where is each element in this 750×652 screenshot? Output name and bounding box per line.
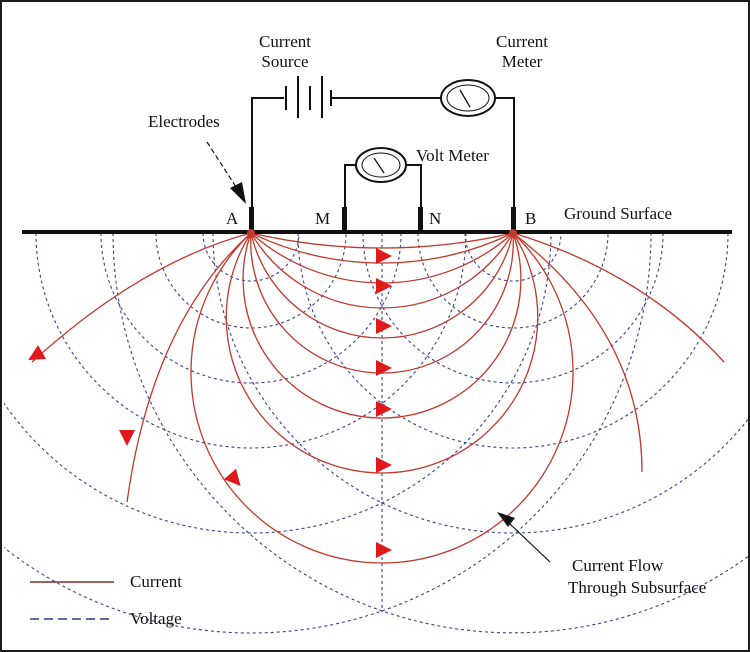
circuit	[22, 76, 732, 620]
voltage-line	[4, 232, 652, 634]
current-lines	[28, 232, 725, 564]
volt-meter-icon	[355, 147, 407, 183]
voltage-line	[297, 232, 729, 449]
current-arrow	[376, 248, 392, 264]
electrode-m-stake	[342, 207, 347, 233]
current-line	[126, 232, 252, 503]
current-line	[190, 232, 574, 564]
wire-a	[251, 97, 284, 230]
current-arrow	[376, 542, 392, 558]
source-point-a	[247, 229, 255, 237]
voltage-line	[35, 232, 467, 449]
current-arrow	[223, 468, 241, 487]
current-line	[250, 232, 514, 249]
electrode-b-label: B	[525, 209, 537, 228]
current-line	[250, 232, 514, 339]
battery-icon	[285, 76, 332, 118]
current-line	[250, 232, 514, 264]
current-flow-pointer-head	[497, 512, 515, 527]
electrode-a-label: A	[226, 209, 239, 228]
voltage-line	[212, 232, 748, 534]
current-line	[512, 232, 643, 473]
current-arrow	[376, 278, 392, 294]
electrode-m-label: M	[315, 209, 331, 228]
electrode-a-stake	[249, 207, 254, 233]
ground-surface-label: Ground Surface	[564, 204, 673, 223]
current-line	[31, 232, 252, 363]
electrodes-label: Electrodes	[148, 112, 220, 131]
electrodes-pointer	[206, 141, 239, 191]
current-line	[242, 232, 522, 419]
voltage-line	[417, 232, 609, 329]
voltage-line	[4, 232, 552, 534]
current-arrow	[119, 430, 135, 446]
current-line	[512, 232, 725, 363]
current-arrow	[376, 401, 392, 417]
legend-current-label: Current	[130, 572, 182, 591]
electrode-n-label: N	[429, 209, 442, 228]
voltage-lines	[4, 232, 748, 634]
current-meter-icon	[440, 79, 496, 117]
electrodes-pointer-head	[230, 182, 246, 204]
electrode-b-stake	[511, 207, 516, 233]
current-arrow	[376, 360, 392, 376]
legend-voltage-label: Voltage	[130, 609, 182, 628]
wire-b	[495, 97, 515, 230]
current-arrow	[376, 318, 392, 334]
current-arrow	[376, 457, 392, 473]
electrode-n-stake	[418, 207, 423, 233]
volt-meter-label: Volt Meter	[416, 146, 489, 165]
voltage-line	[155, 232, 347, 329]
voltage-line	[362, 232, 664, 384]
current-arrow	[28, 345, 47, 361]
source-point-b	[509, 229, 517, 237]
current-line	[225, 232, 539, 474]
current-line	[250, 232, 514, 309]
voltage-line	[100, 232, 402, 384]
voltage-line	[112, 232, 748, 634]
current-flow-pointer	[509, 523, 551, 563]
